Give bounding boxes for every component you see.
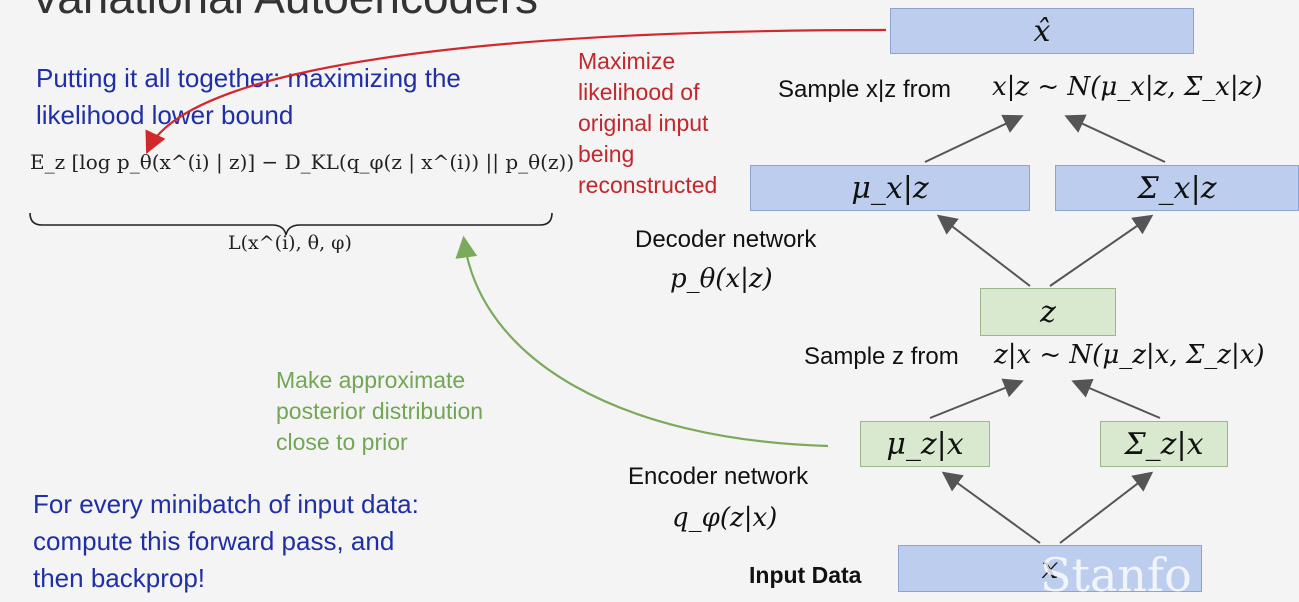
sample-xz-label: Sample x|z from	[778, 76, 951, 103]
elbo-formula: E_z [log p_θ(x^(i) | z)] − D_KL(q_φ(z | …	[30, 150, 575, 174]
arrow-mu-x-to-xhat	[924, 114, 1024, 163]
input-data-label: Input Data	[749, 562, 862, 588]
decoder-math: p_θ(x|z)	[670, 264, 773, 294]
elbo-label: L(x^(i), θ, φ)	[228, 232, 352, 254]
arrow-z-to-mu-x	[936, 214, 1031, 287]
minibatch-note: For every minibatch of input data: compu…	[33, 489, 419, 593]
arrow-sigma-x-to-xhat	[1064, 114, 1166, 163]
arrow-sigma-z-to-z	[1071, 379, 1161, 419]
arrow-input-to-mu-z	[941, 471, 1041, 544]
sample-z-label: Sample z from	[804, 343, 959, 370]
green-kl-arrow	[455, 235, 829, 448]
arrow-input-to-sigma-z	[1059, 471, 1154, 544]
slide-title: Variational Autoencoders	[30, 0, 538, 24]
arrow-mu-z-to-z	[929, 378, 1024, 419]
mu-x-box: μ_x|z	[750, 165, 1030, 211]
mu-z-box: μ_z|x	[860, 421, 990, 467]
intro-text: Putting it all together: maximizing the …	[36, 63, 461, 130]
sample-xz-math: x|z ~ N(μ_x|z, Σ_x|z)	[992, 72, 1263, 102]
encoder-label: Encoder network	[628, 463, 809, 490]
encoder-math: q_φ(z|x)	[672, 503, 778, 533]
arrow-z-to-sigma-x	[1049, 214, 1154, 287]
red-reconstruction-arrow	[145, 28, 887, 154]
kl-note: Make approximate posterior distribution …	[276, 367, 484, 455]
sigma-z-box: Σ_z|x	[1100, 421, 1228, 467]
sigma-x-box: Σ_x|z	[1055, 165, 1299, 211]
decoder-label: Decoder network	[635, 226, 817, 253]
output-box: x̂	[890, 8, 1194, 54]
reconstruction-note: Maximize likelihood of original input be…	[578, 48, 718, 198]
z-box: z	[980, 288, 1116, 336]
input-box: x	[898, 545, 1202, 592]
sample-z-math: z|x ~ N(μ_z|x, Σ_z|x)	[994, 340, 1265, 370]
